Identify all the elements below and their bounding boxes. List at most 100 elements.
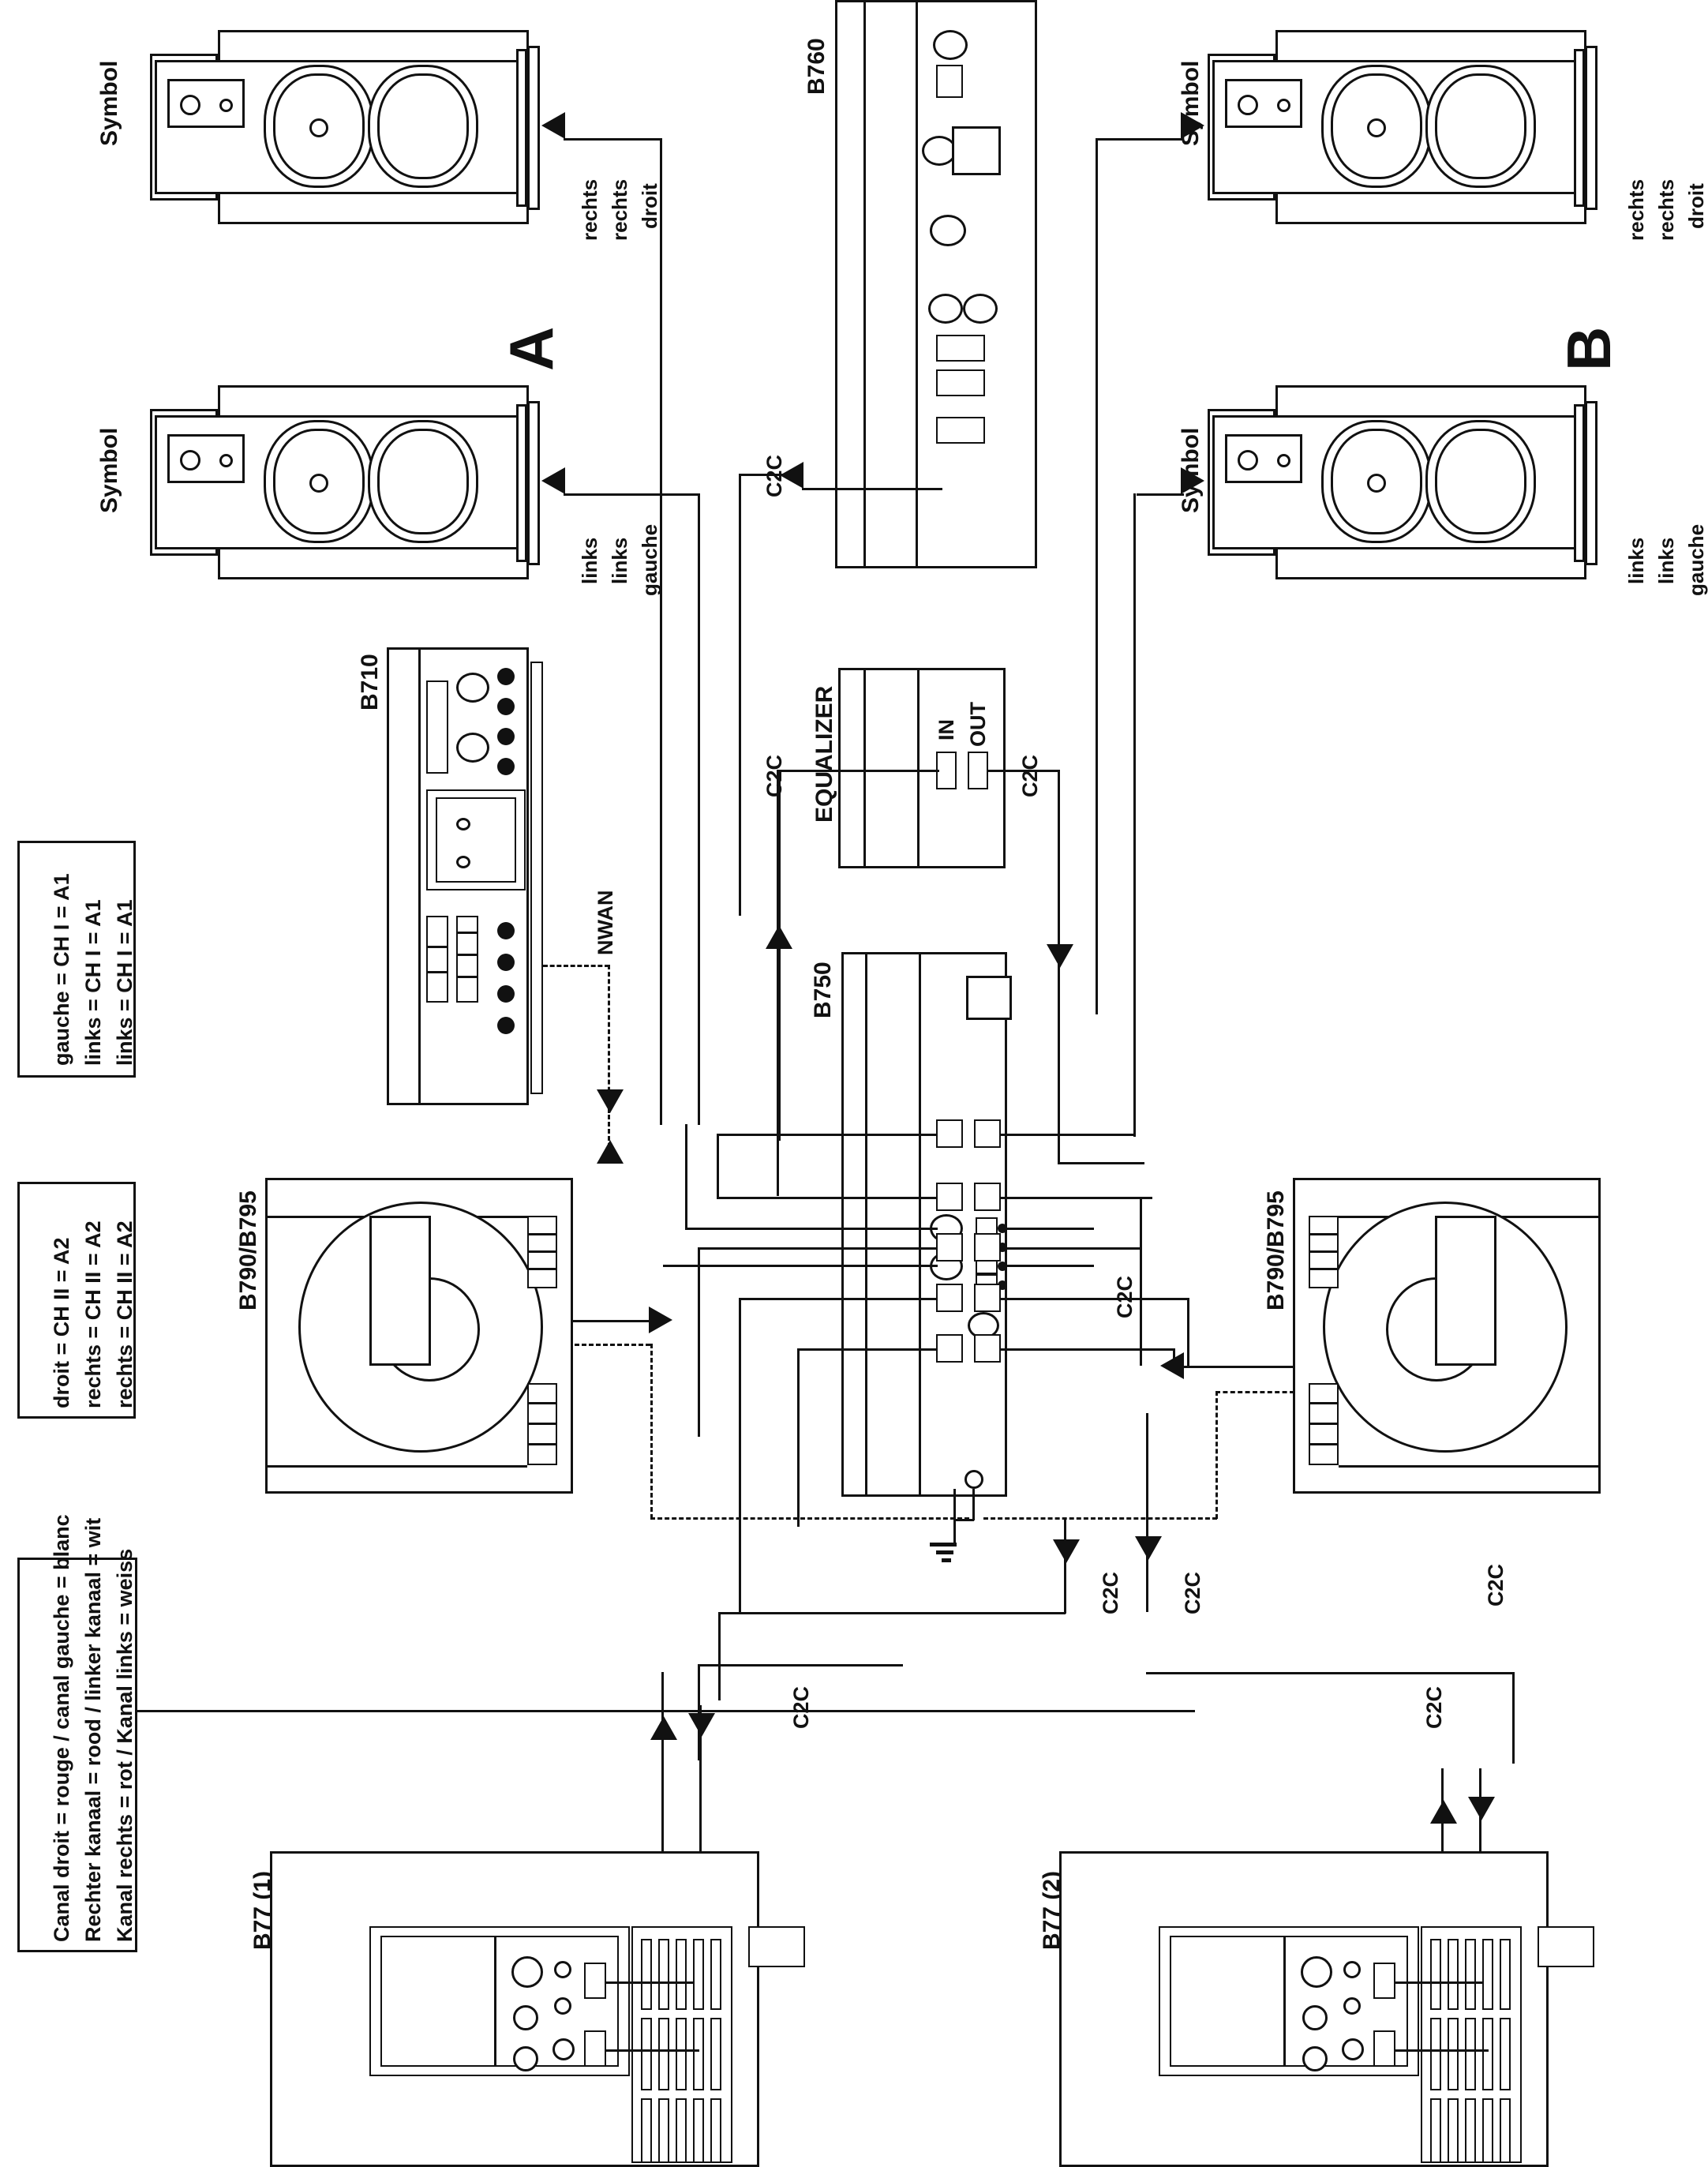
legend-ch2-line-1: rechts = CH II = A2	[81, 1220, 105, 1408]
amp-bus-v5	[797, 1348, 800, 1527]
turntable-1-gnd-dash	[575, 1344, 650, 1346]
amplifier-socket-4b[interactable]	[974, 1284, 1001, 1312]
amplifier-ground-post[interactable]	[964, 1470, 983, 1489]
amp-bus-v1	[685, 1124, 687, 1228]
equalizer-out-socket[interactable]	[968, 752, 988, 789]
tape-b77-1-knob-2[interactable]	[554, 1997, 571, 2015]
tape-b77-2-knob-3[interactable]	[1342, 2038, 1364, 2060]
turntable-1-tonearm[interactable]	[369, 1216, 431, 1366]
amplifier-display	[966, 976, 1012, 1020]
tuner-button-1[interactable]	[936, 65, 963, 98]
equalizer-out-label: OUT	[966, 702, 990, 747]
label-links-b-0: links	[1624, 537, 1648, 584]
c2c-label-run-3: C2C	[789, 1685, 813, 1729]
c2c-run-1-v2	[718, 1612, 721, 1700]
cassette-reel-1[interactable]	[456, 673, 489, 703]
tuner-knob-5[interactable]	[963, 294, 998, 324]
tuner-button-3[interactable]	[936, 369, 985, 396]
turntable-2-tonearm[interactable]	[1435, 1216, 1496, 1366]
amplifier-socket-1b[interactable]	[974, 1119, 1001, 1148]
cassette-led-2	[497, 698, 515, 715]
amp-bus-4	[717, 1197, 938, 1199]
label-rechts-a-1: rechts	[608, 178, 631, 241]
c2c-label-eq-in: C2C	[762, 754, 786, 797]
amp-to-speaker-a-left-v	[698, 493, 700, 1125]
tuner-knob-2[interactable]	[922, 136, 957, 166]
amplifier-socket-3a[interactable]	[936, 1233, 963, 1262]
amp-out-v1	[1140, 1197, 1142, 1366]
c2c-run-1-h	[718, 1612, 1066, 1614]
tape-b77-1-socket-1[interactable]	[584, 1963, 606, 1999]
tape-b77-1-knob-3[interactable]	[552, 2038, 575, 2060]
amp-bus-v2	[717, 1134, 719, 1198]
ground-lead	[972, 1489, 975, 1520]
tuner-button-4[interactable]	[936, 417, 985, 444]
cassette-led-4	[497, 758, 515, 775]
tape-b77-1-reel-2[interactable]	[513, 2005, 538, 2030]
nwan-arrow	[597, 1089, 624, 1113]
tape-b77-2-knob-1[interactable]	[1343, 1961, 1361, 1978]
amp-out-v2	[1173, 1348, 1175, 1366]
c2c-run-3-h	[698, 1664, 903, 1666]
tape2-feed-a-arrow	[1430, 1800, 1457, 1824]
tuner-knob-1[interactable]	[933, 30, 968, 60]
speaker-a-left-label: Symbol	[96, 427, 122, 513]
tape1-feed-a-v	[661, 1672, 664, 2004]
label-links-a-0: links	[578, 537, 601, 584]
cassette-button-bank-1[interactable]	[426, 916, 448, 1003]
tape-b77-2-aux[interactable]	[1538, 1926, 1594, 1967]
tuner-b760-label: B760	[803, 38, 830, 95]
tape-b77-2-reel-1[interactable]	[1301, 1956, 1332, 1988]
amplifier-socket-5a[interactable]	[936, 1334, 963, 1363]
amplifier-b750-label: B750	[810, 962, 836, 1018]
amplifier-socket-5b[interactable]	[974, 1334, 1001, 1363]
amplifier-socket-top-a[interactable]	[936, 1119, 963, 1148]
amp-bus-7	[797, 1348, 938, 1351]
tape-b77-1-aux[interactable]	[748, 1926, 805, 1967]
tuner-button-2[interactable]	[936, 335, 985, 362]
tuner-c2c-corner	[739, 474, 803, 476]
tape-b77-1-socket-2[interactable]	[584, 2030, 606, 2067]
tape-b77-2-socket-2[interactable]	[1373, 2030, 1395, 2067]
tape-b77-2-reel-2[interactable]	[1302, 2005, 1328, 2030]
label-gauche-a-2: gauche	[638, 523, 661, 596]
tuner-knob-4[interactable]	[928, 294, 963, 324]
amplifier-socket-4a[interactable]	[936, 1284, 963, 1312]
equalizer-in-label: IN	[935, 719, 958, 740]
cassette-reel-2[interactable]	[456, 733, 489, 763]
cassette-led-3	[497, 728, 515, 745]
tape-b77-1-knob-1[interactable]	[554, 1961, 571, 1978]
cassette-b710-label: B710	[357, 654, 383, 710]
speaker-a-left-arrow	[541, 467, 565, 494]
tuner-knob-3[interactable]	[930, 215, 966, 246]
amplifier-socket-2a[interactable]	[936, 1183, 963, 1211]
amp-out-v3	[1187, 1298, 1189, 1366]
equalizer-out-arrow	[1047, 944, 1073, 968]
tape-b77-1-reel-1[interactable]	[511, 1956, 543, 1988]
c2c-label-eq-out: C2C	[1018, 754, 1042, 797]
label-links-a-1: links	[608, 537, 631, 584]
tape-b77-1-reel-3[interactable]	[513, 2046, 538, 2071]
speaker-b-left-arrow	[1181, 467, 1204, 494]
amp-bus-v3	[698, 1247, 700, 1437]
tape-b77-2-socket-1[interactable]	[1373, 1963, 1395, 1999]
speaker-a-right-label: Symbol	[96, 60, 122, 146]
amplifier-socket-2b[interactable]	[974, 1183, 1001, 1211]
cassette-display	[426, 680, 448, 774]
cassette-button-bank-2[interactable]	[456, 916, 478, 1003]
tuner-display	[952, 126, 1001, 175]
speaker-a-left-feed	[564, 493, 699, 496]
amp-out-1	[999, 1228, 1094, 1230]
tape-b77-2-reel-3[interactable]	[1302, 2046, 1328, 2071]
speaker-a-left-terminal	[167, 434, 245, 483]
turntable-2-label: B790/B795	[1263, 1190, 1289, 1310]
turntable-1-out-arrow	[649, 1307, 672, 1333]
legend-ch1: links = CH I = A1 links = CH I = A1 gauc…	[17, 841, 137, 1078]
amplifier-socket-3b[interactable]	[974, 1233, 1001, 1262]
speaker-b-left-terminal	[1225, 434, 1302, 483]
amp-out-6	[999, 1298, 1189, 1300]
nwan-dash-v	[608, 965, 610, 1113]
label-rechts-b-1: rechts	[1654, 178, 1678, 241]
tape-b77-2-knob-2[interactable]	[1343, 1997, 1361, 2015]
zone-letter-b: B	[1554, 326, 1624, 371]
